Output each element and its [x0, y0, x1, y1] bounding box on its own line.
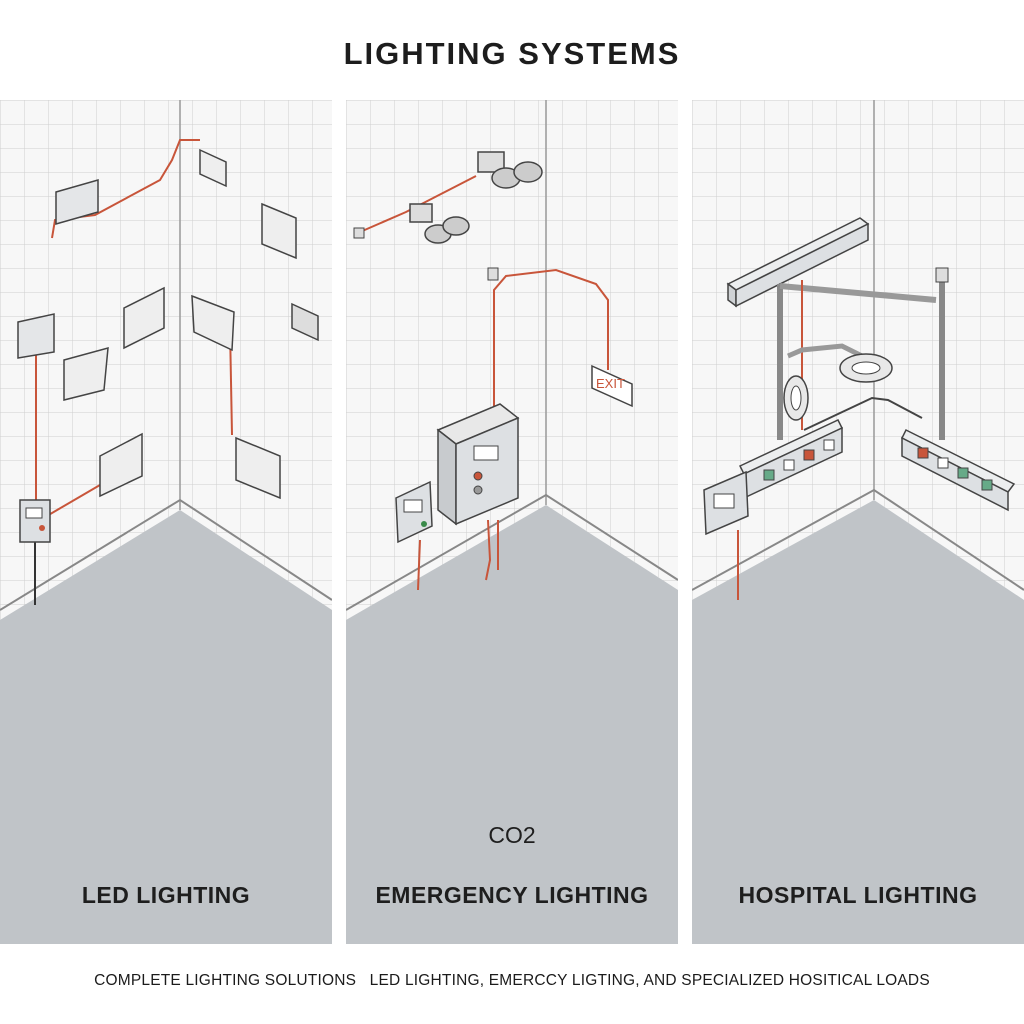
led-panel-3 — [261, 202, 297, 260]
floor — [0, 510, 332, 944]
hospital-control-box — [703, 470, 749, 536]
surgical-light-1 — [839, 353, 893, 383]
led-control-box — [19, 499, 51, 543]
surgical-light-2 — [783, 375, 809, 421]
led-panel-1 — [55, 179, 99, 225]
main-control-panel — [436, 403, 520, 526]
panel-led-lighting: LED LIGHTING — [0, 100, 332, 944]
emergency-control-box — [395, 480, 433, 544]
led-panel-4 — [17, 313, 55, 359]
footer-caption: COMPLETE LIGHTING SOLUTIONS LED LIGHTING… — [94, 972, 930, 989]
panel-label-hospital: HOSPITAL LIGHTING — [738, 882, 978, 908]
led-lighting-illustration — [0, 100, 332, 944]
led-panel-10 — [235, 436, 281, 500]
hospital-lighting-illustration — [692, 100, 1024, 944]
emergency-lighting-illustration: EXIT — [346, 100, 678, 944]
floor — [692, 500, 1024, 944]
led-panel-6 — [191, 294, 235, 352]
exit-sign: EXIT — [591, 364, 633, 408]
page-title: LIGHTING SYSTEMS — [343, 36, 681, 71]
floor — [346, 505, 678, 944]
panel-label-co2: CO2 — [488, 822, 536, 848]
headwall-unit-right — [900, 428, 1016, 512]
headwall-unit-left — [738, 419, 844, 500]
panel-label-led: LED LIGHTING — [81, 882, 251, 908]
panel-emergency-lighting: EXIT CO2 EMERGENCY LIGHTING — [346, 100, 678, 944]
twin-head-light-1 — [477, 151, 543, 189]
panel-hospital-lighting: HOSPITAL LIGHTING — [692, 100, 1024, 944]
led-panel-8 — [63, 346, 109, 401]
led-panel-9 — [99, 432, 143, 498]
led-panel-5 — [123, 286, 165, 350]
ceiling-beam — [726, 217, 870, 308]
twin-head-light-2 — [409, 203, 470, 244]
led-panel-2 — [199, 148, 227, 188]
led-panel-7 — [291, 302, 319, 342]
panel-label-emergency: EMERGENCY LIGHTING — [375, 882, 649, 908]
exit-sign-text: EXIT — [596, 376, 625, 391]
